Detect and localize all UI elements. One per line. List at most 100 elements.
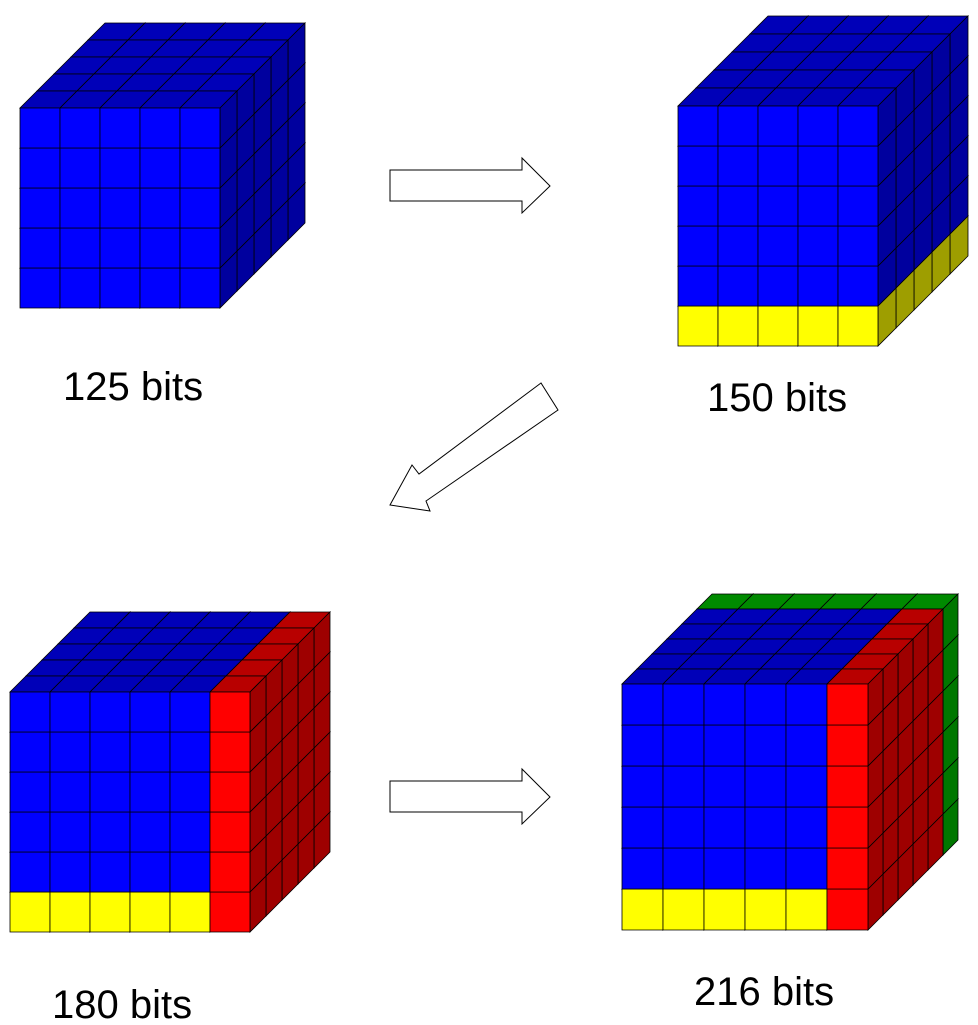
cube-front-face xyxy=(677,105,719,147)
cube-front-face xyxy=(662,724,705,767)
cube-front-face xyxy=(89,771,131,813)
cube-front-face xyxy=(89,811,131,853)
cube-front-face xyxy=(662,888,705,931)
cube-front-face xyxy=(662,765,705,808)
cube-front-face xyxy=(9,811,51,853)
cube-front-face xyxy=(757,265,799,307)
cube-front-face xyxy=(826,888,869,931)
cube-front-face xyxy=(129,891,171,933)
cube-front-face xyxy=(837,185,879,227)
label-150-bits: 150 bits xyxy=(707,376,847,420)
cube-front-face xyxy=(209,691,251,733)
cube-front-face xyxy=(209,731,251,773)
cube-front-face xyxy=(139,227,181,269)
cube-front-face xyxy=(621,806,664,849)
cube-front-face xyxy=(129,771,171,813)
cube-front-face xyxy=(621,765,664,808)
cube-front-face xyxy=(797,145,839,187)
cube-front-face xyxy=(99,147,141,189)
cube-front-face xyxy=(677,305,719,347)
cube-150-bits xyxy=(677,15,969,347)
cube-front-face xyxy=(49,771,91,813)
cube-front-face xyxy=(179,147,221,189)
cube-front-face xyxy=(837,145,879,187)
cube-front-face xyxy=(677,225,719,267)
cube-front-face xyxy=(717,305,759,347)
cube-front-face xyxy=(662,847,705,890)
cube-front-face xyxy=(757,185,799,227)
cube-front-face xyxy=(703,683,746,726)
cube-front-face xyxy=(169,771,211,813)
cube-front-face xyxy=(9,891,51,933)
cube-front-face xyxy=(785,888,828,931)
cube-front-face xyxy=(169,851,211,893)
cube-front-face xyxy=(703,847,746,890)
cube-125-bits xyxy=(19,22,306,309)
cube-front-face xyxy=(837,225,879,267)
cube-front-face xyxy=(826,847,869,890)
cube-front-face xyxy=(9,771,51,813)
cube-front-face xyxy=(19,267,61,309)
cube-front-face xyxy=(703,724,746,767)
cube-front-face xyxy=(59,187,101,229)
cube-front-face xyxy=(621,888,664,931)
cube-front-face xyxy=(49,811,91,853)
cube-front-face xyxy=(744,847,787,890)
cube-front-face xyxy=(785,683,828,726)
cube-front-face xyxy=(757,305,799,347)
cube-front-face xyxy=(757,225,799,267)
cube-front-face xyxy=(621,724,664,767)
cube-front-face xyxy=(169,891,211,933)
arrow-right-bottom xyxy=(389,767,551,826)
cube-front-face xyxy=(717,145,759,187)
cube-front-face xyxy=(19,147,61,189)
cube-front-face xyxy=(703,765,746,808)
label-180-bits: 180 bits xyxy=(52,983,192,1025)
cube-front-face xyxy=(797,305,839,347)
cube-front-face xyxy=(797,185,839,227)
cube-front-face xyxy=(757,145,799,187)
cube-front-face xyxy=(837,105,879,147)
cube-front-face xyxy=(785,765,828,808)
cube-front-face xyxy=(99,187,141,229)
cube-front-face xyxy=(744,806,787,849)
cube-front-face xyxy=(169,731,211,773)
cube-front-face xyxy=(9,731,51,773)
cube-front-face xyxy=(826,683,869,726)
cube-front-face xyxy=(717,185,759,227)
cube-front-face xyxy=(139,267,181,309)
cube-front-face xyxy=(621,847,664,890)
cube-front-face xyxy=(677,145,719,187)
cube-front-face xyxy=(797,265,839,307)
cube-front-face xyxy=(89,691,131,733)
cube-front-face xyxy=(744,683,787,726)
cube-front-face xyxy=(209,891,251,933)
cube-front-face xyxy=(785,847,828,890)
cube-180-bits xyxy=(9,611,331,933)
cube-front-face xyxy=(826,724,869,767)
cube-front-face xyxy=(99,227,141,269)
cube-front-face xyxy=(99,267,141,309)
cube-216-bits xyxy=(621,593,959,931)
arrow-right-top xyxy=(389,156,551,215)
label-216-bits: 216 bits xyxy=(694,970,834,1014)
cube-front-face xyxy=(717,225,759,267)
cube-front-face xyxy=(9,691,51,733)
cube-front-face xyxy=(703,888,746,931)
cube-front-face xyxy=(49,691,91,733)
cube-front-face xyxy=(179,227,221,269)
cube-front-face xyxy=(826,765,869,808)
cube-front-face xyxy=(717,105,759,147)
cube-front-face xyxy=(826,806,869,849)
cube-front-face xyxy=(99,107,141,149)
cube-front-face xyxy=(621,683,664,726)
cube-front-face xyxy=(89,891,131,933)
cube-front-face xyxy=(89,731,131,773)
cube-front-face xyxy=(677,185,719,227)
cube-front-face xyxy=(785,724,828,767)
cube-front-face xyxy=(837,265,879,307)
cube-front-face xyxy=(209,851,251,893)
cube-front-face xyxy=(209,811,251,853)
cube-front-face xyxy=(59,107,101,149)
